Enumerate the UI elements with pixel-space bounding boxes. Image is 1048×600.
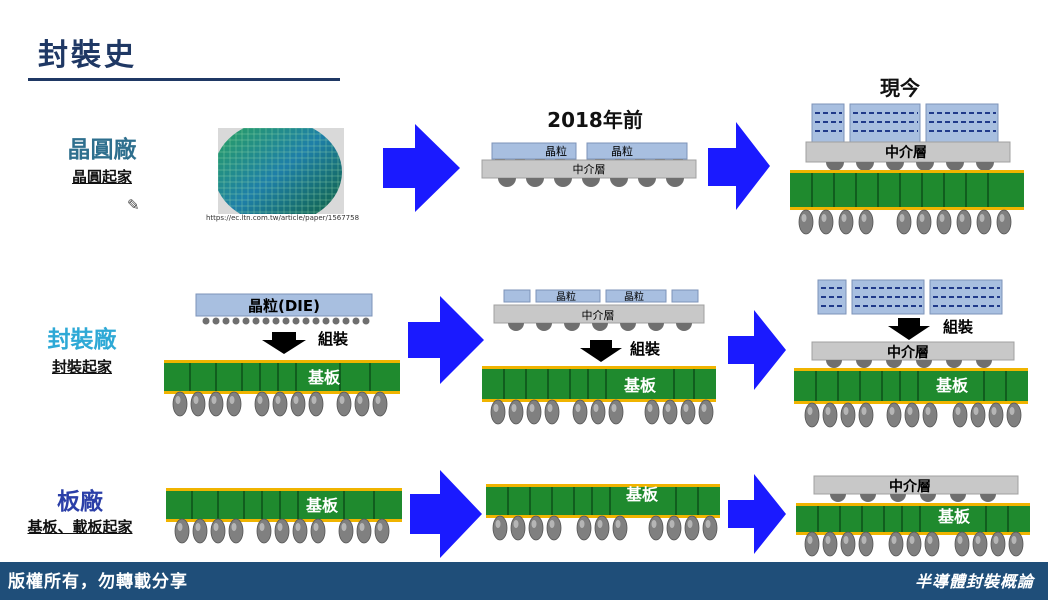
slide-title: 封裝史 (38, 38, 137, 73)
footer-copyright: 版權所有，勿轉載分享 (8, 572, 188, 592)
footer-bar (0, 562, 1048, 600)
arrow-icon (383, 122, 786, 558)
interposer-label: 中介層 (887, 344, 929, 361)
die-label: 晶粒 (545, 144, 567, 158)
wafer-photo (214, 120, 344, 224)
header-today: 現今 (880, 76, 920, 100)
die-full-label: 晶粒(DIE) (248, 297, 320, 315)
board-step3: 中介層 基板 (796, 475, 1030, 557)
substrate-label: 基板 (307, 368, 341, 387)
interposer-label: 中介層 (889, 478, 931, 495)
pencil-icon[interactable]: ✎ (127, 196, 140, 214)
interposer-label: 中介層 (573, 163, 606, 176)
row3-subtitle: 基板、載板起家 (27, 518, 133, 536)
row1-subtitle: 晶圓起家 (71, 168, 132, 186)
substrate-label: 基板 (935, 376, 969, 395)
osat-step1: 晶粒(DIE) 組裝 基板 (164, 293, 400, 417)
board-step1: 基板 (166, 488, 402, 544)
assembly-label: 組裝 (943, 318, 974, 336)
footer-course-title: 半導體封裝概論 (914, 572, 1034, 591)
interposer-label: 中介層 (582, 309, 615, 322)
interposer-label: 中介層 (885, 144, 927, 161)
row1-title: 晶圓廠 (67, 136, 137, 163)
before-2018-package: 晶粒 晶粒 中介層 (481, 142, 697, 187)
die-label: 晶粒 (556, 290, 576, 303)
down-arrow-icon (888, 318, 930, 340)
die-label: 晶粒 (624, 290, 644, 303)
wafer-photo-caption: https://ec.ltn.com.tw/article/paper/1567… (206, 214, 360, 222)
today-package-full: 中介層 (790, 103, 1024, 235)
header-before-2018: 2018年前 (547, 108, 643, 132)
title-underline (28, 78, 340, 81)
die-label: 晶粒 (611, 144, 633, 158)
substrate-label: 基板 (625, 485, 659, 504)
row2-subtitle: 封裝起家 (51, 358, 112, 376)
row2-title: 封裝廠 (47, 326, 117, 353)
substrate-label: 基板 (937, 507, 971, 526)
osat-step3: 組裝 中介層 基板 (794, 279, 1028, 428)
row3-title: 板廠 (57, 488, 103, 515)
substrate-label: 基板 (305, 496, 339, 515)
assembly-label: 組裝 (630, 340, 661, 358)
assembly-label: 組裝 (318, 330, 349, 348)
down-arrow-icon (580, 340, 622, 362)
substrate-label: 基板 (623, 376, 657, 395)
board-step2: 基板 (486, 484, 720, 541)
osat-step2: 晶粒 晶粒 中介層 組裝 基板 (482, 289, 716, 425)
down-arrow-icon (262, 332, 306, 354)
